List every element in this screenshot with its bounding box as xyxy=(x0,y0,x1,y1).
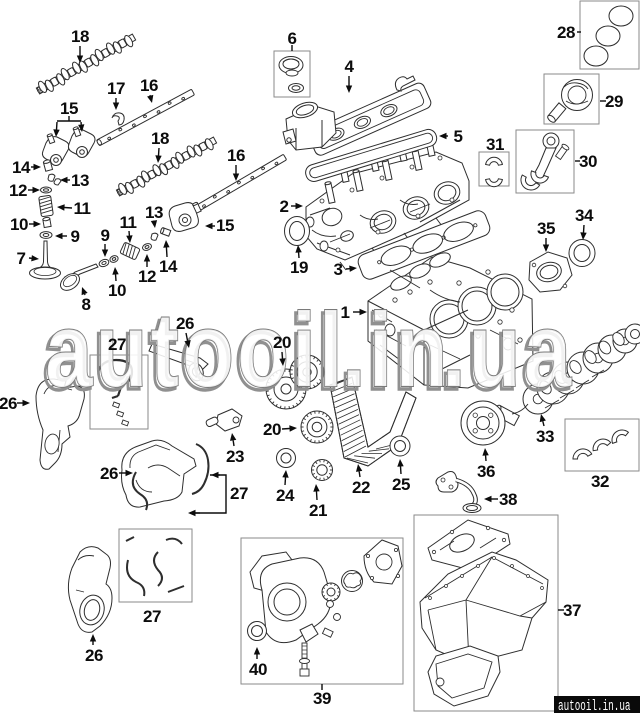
svg-text:28: 28 xyxy=(557,23,575,42)
svg-text:14: 14 xyxy=(159,257,178,276)
svg-text:21: 21 xyxy=(309,501,327,520)
svg-text:40: 40 xyxy=(249,660,267,679)
svg-text:4: 4 xyxy=(345,57,355,76)
svg-text:autooil.in.ua: autooil.in.ua xyxy=(558,698,631,713)
svg-text:11: 11 xyxy=(120,213,137,232)
svg-text:29: 29 xyxy=(605,92,623,111)
svg-text:11: 11 xyxy=(74,199,91,218)
svg-text:10: 10 xyxy=(108,281,126,300)
svg-text:17: 17 xyxy=(107,79,125,98)
svg-text:38: 38 xyxy=(499,490,517,509)
svg-text:9: 9 xyxy=(101,226,110,245)
svg-text:18: 18 xyxy=(151,129,169,148)
svg-text:1: 1 xyxy=(341,303,350,322)
svg-text:15: 15 xyxy=(216,216,234,235)
svg-text:20: 20 xyxy=(263,420,281,439)
svg-text:26: 26 xyxy=(100,464,118,483)
svg-text:39: 39 xyxy=(313,689,331,708)
svg-text:30: 30 xyxy=(579,152,597,171)
svg-text:27: 27 xyxy=(108,335,126,354)
svg-text:25: 25 xyxy=(392,475,410,494)
svg-text:24: 24 xyxy=(276,486,295,505)
svg-text:15: 15 xyxy=(60,99,78,118)
svg-text:12: 12 xyxy=(9,181,27,200)
svg-text:18: 18 xyxy=(71,27,89,46)
svg-text:27: 27 xyxy=(230,484,248,503)
svg-text:19: 19 xyxy=(290,258,308,277)
svg-text:23: 23 xyxy=(226,447,244,466)
svg-text:3: 3 xyxy=(334,260,343,279)
svg-text:32: 32 xyxy=(591,472,609,491)
svg-text:5: 5 xyxy=(454,127,463,146)
svg-text:16: 16 xyxy=(227,146,245,165)
svg-text:12: 12 xyxy=(138,267,156,286)
svg-text:35: 35 xyxy=(537,219,555,238)
svg-text:7: 7 xyxy=(17,249,26,268)
svg-text:26: 26 xyxy=(85,646,103,665)
svg-text:13: 13 xyxy=(71,171,89,190)
svg-text:20: 20 xyxy=(273,333,291,352)
svg-text:14: 14 xyxy=(12,158,31,177)
svg-text:8: 8 xyxy=(82,295,91,314)
svg-text:26: 26 xyxy=(0,394,17,413)
svg-text:9: 9 xyxy=(71,227,80,246)
svg-text:34: 34 xyxy=(575,206,594,225)
svg-text:26: 26 xyxy=(176,314,194,333)
svg-text:10: 10 xyxy=(10,215,28,234)
svg-text:37: 37 xyxy=(563,601,581,620)
svg-text:31: 31 xyxy=(486,135,504,154)
svg-text:16: 16 xyxy=(140,76,158,95)
svg-text:13: 13 xyxy=(145,203,163,222)
svg-text:22: 22 xyxy=(352,478,370,497)
svg-text:2: 2 xyxy=(280,197,289,216)
svg-text:27: 27 xyxy=(143,607,161,626)
svg-text:33: 33 xyxy=(536,427,554,446)
svg-text:36: 36 xyxy=(477,462,495,481)
